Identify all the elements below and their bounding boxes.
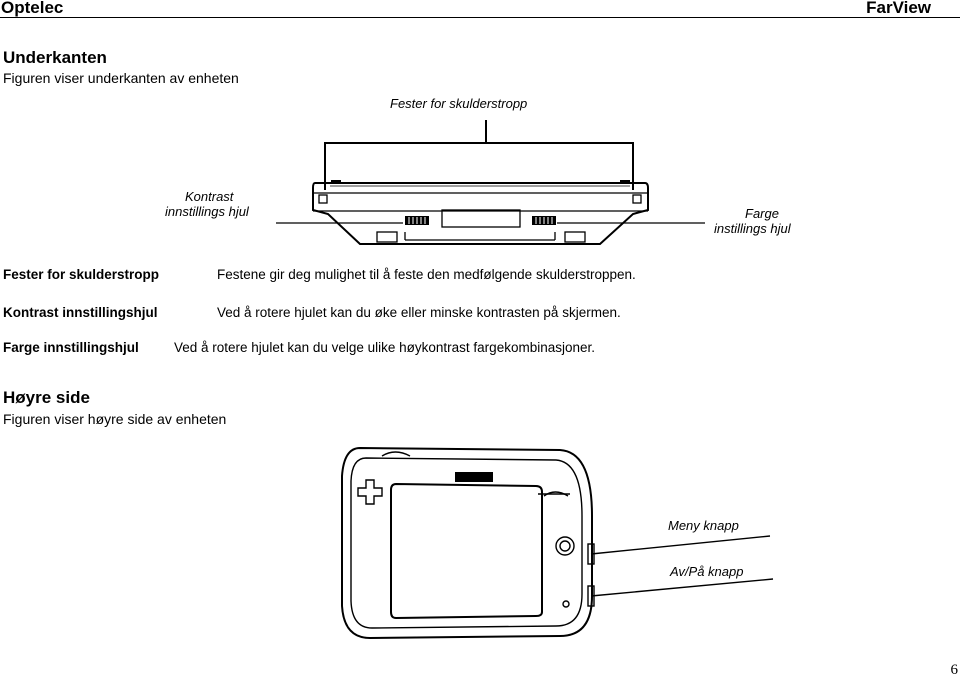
- section-heading-bottom: Underkanten: [3, 48, 107, 67]
- term-strap-mount: Fester for skulderstropp: [3, 267, 160, 282]
- callout-power-button: Av/På knapp: [670, 564, 744, 579]
- callout-contrast-line2: innstillings hjul: [165, 204, 249, 219]
- desc-contrast-wheel: Ved å rotere hjulet kan du øke eller min…: [217, 305, 621, 320]
- desc-color-wheel: Ved å rotere hjulet kan du velge ulike h…: [174, 340, 595, 355]
- page-header: Optelec FarView: [0, 0, 960, 18]
- page-number: 6: [950, 662, 959, 678]
- device-right-illustration: [341, 446, 774, 640]
- header-product: FarView: [866, 0, 931, 17]
- callout-strap-mount: Fester for skulderstropp: [390, 96, 528, 111]
- section-subtitle-bottom: Figuren viser underkanten av enheten: [3, 70, 239, 86]
- callout-menu-button: Meny knapp: [668, 518, 739, 533]
- section-heading-right: Høyre side: [3, 388, 90, 407]
- device-bottom-illustration: [276, 120, 705, 245]
- term-color-wheel: Farge innstillingshjul: [3, 340, 139, 355]
- desc-strap-mount: Festene gir deg mulighet til å feste den…: [217, 267, 636, 282]
- callout-contrast-line1: Kontrast: [185, 189, 234, 204]
- section-subtitle-right: Figuren viser høyre side av enheten: [3, 411, 227, 427]
- callout-color-line1: Farge: [745, 206, 779, 221]
- header-brand: Optelec: [1, 0, 64, 17]
- term-contrast-wheel: Kontrast innstillingshjul: [3, 305, 158, 320]
- callout-color-line2: instillings hjul: [714, 221, 791, 236]
